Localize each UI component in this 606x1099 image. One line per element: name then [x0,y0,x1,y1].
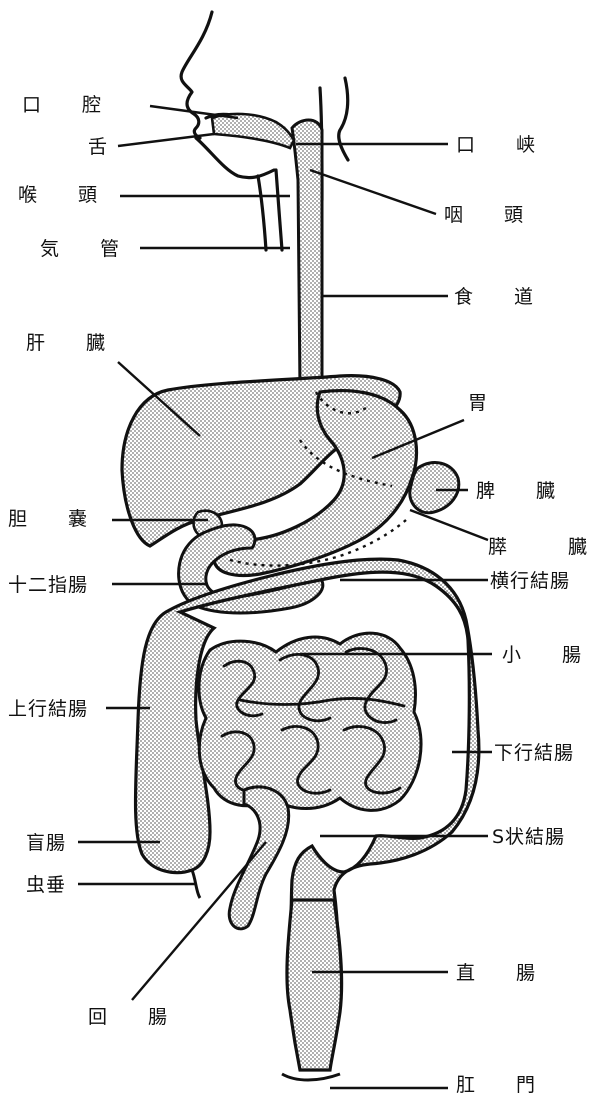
label-appendix: 虫垂 [26,874,66,896]
ileum [229,787,288,929]
label-transverse-colon: 横行結腸 [490,570,570,592]
label-larynx: 喉 頭 [18,184,98,206]
label-pharynx: 咽 頭 [444,204,524,226]
label-pancreas: 膵 臓 [488,536,588,558]
label-spleen: 脾 臓 [476,480,556,502]
neck-back [339,78,348,160]
label-rectum: 直 腸 [456,962,536,984]
label-ileum: 回 腸 [88,1006,168,1028]
label-cecum: 盲腸 [26,832,66,854]
label-ascending-colon: 上行結腸 [8,698,88,720]
label-stomach: 胃 [468,392,488,414]
label-small-intestine: 小 腸 [502,644,582,666]
label-duodenum: 十二指腸 [8,574,88,596]
label-trachea: 気 管 [40,238,120,260]
label-oral-cavity: 口 腔 [22,94,102,116]
label-tongue: 舌 [88,136,108,158]
spleen [410,463,459,513]
label-liver: 肝 臓 [26,332,106,354]
esophagus [292,120,322,390]
rectum [287,900,342,1070]
label-descending-colon: 下行結腸 [494,742,574,764]
label-anus: 肛 門 [456,1074,536,1096]
label-sigmoid-colon: S状結腸 [492,826,565,848]
label-esophagus: 食 道 [454,286,534,308]
oral-cavity [212,114,294,148]
label-fauces: 口 峡 [456,134,536,156]
anus [282,1074,340,1080]
label-gallbladder: 胆 嚢 [8,508,88,530]
